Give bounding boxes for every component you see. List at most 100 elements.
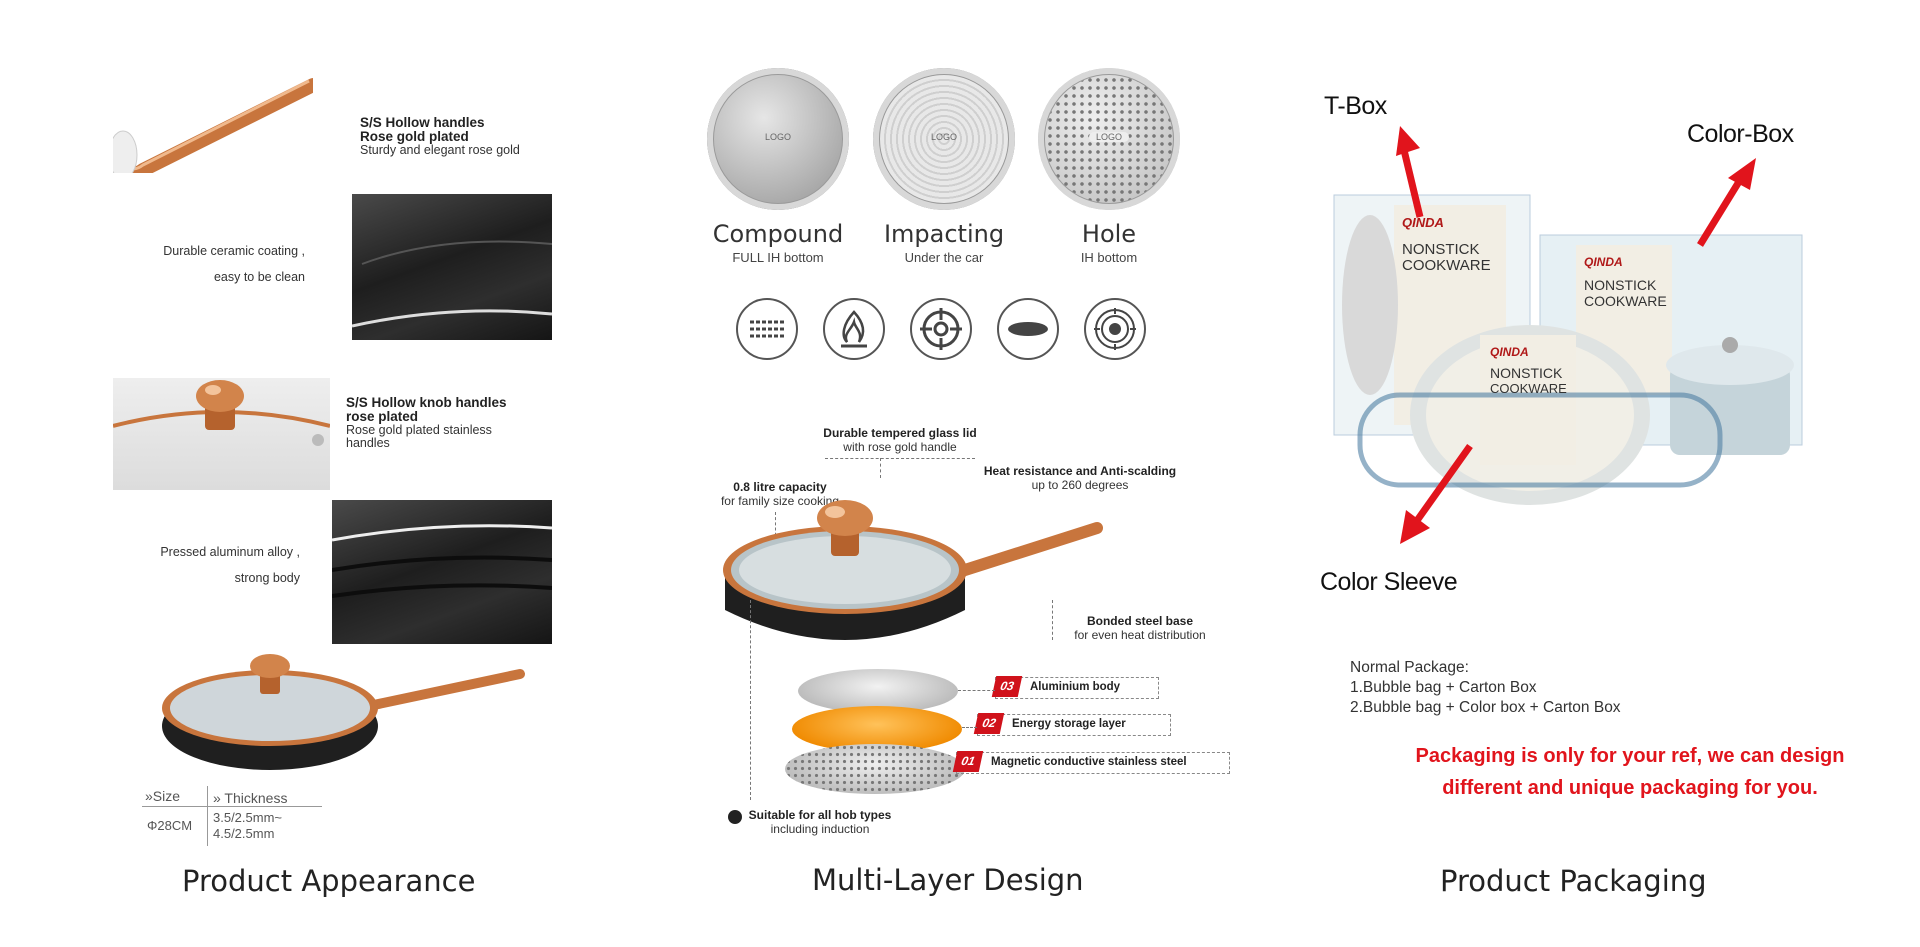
handle-photo	[113, 75, 313, 173]
colorsleeve-label: Color Sleeve	[1320, 568, 1458, 596]
packaging-note-line-1: Packaging is only for your ref, we can d…	[1415, 745, 1845, 767]
base-subtitle: for even heat distribution	[1074, 628, 1206, 642]
caption-appearance: Product Appearance	[182, 864, 476, 898]
colorsleeve-arrow-icon	[1400, 443, 1473, 544]
spec-thickness-header: » Thickness	[213, 790, 288, 806]
hob-title: Suitable for all hob types	[748, 808, 892, 822]
layer-leader-02	[962, 727, 977, 728]
induction-coil-icon	[736, 298, 798, 360]
handle-callout: S/S Hollow handles Rose gold plated Stur…	[360, 116, 520, 157]
aluminium-layer-disc	[798, 669, 958, 713]
package-option-1: 1.Bubble bag + Carton Box	[1350, 679, 1537, 696]
impacting-name: Impacting	[883, 220, 1005, 248]
layer-number-03: 03	[991, 676, 1023, 697]
normal-package-block: Normal Package: 1.Bubble bag + Carton Bo…	[1350, 658, 1621, 718]
knob-subtitle-2: handles	[346, 436, 390, 450]
spec-table: »Size » Thickness Φ28CM 3.5/2.5mm~ 4.5/2…	[137, 786, 322, 846]
knob-title-1: S/S Hollow knob handles	[346, 395, 507, 410]
magnetic-layer-disc	[785, 744, 965, 794]
tbox-label: T-Box	[1324, 92, 1387, 120]
electric-hob-icon	[1084, 298, 1146, 360]
knob-photo	[113, 378, 330, 490]
heat-title: Heat resistance and Anti-scalding	[983, 464, 1177, 478]
handle-title-2: Rose gold plated	[360, 129, 469, 144]
base-title: Bonded steel base	[1086, 614, 1194, 628]
spec-size-header: »Size	[145, 788, 181, 804]
packaging-note-line-2: different and unique packaging for you.	[1442, 777, 1818, 799]
layer-tag-01: 01 Magnetic conductive stainless steel	[952, 751, 1230, 774]
colorbox-line-2: COOKWARE	[1584, 293, 1667, 309]
coating-line-2: easy to be clean	[213, 270, 305, 284]
compound-sub: FULL IH bottom	[732, 250, 824, 265]
hob-callout: Suitable for all hob types including ind…	[740, 808, 900, 836]
spec-size-value: Φ28CM	[147, 818, 193, 833]
caption-packaging: Product Packaging	[1440, 864, 1707, 898]
ceramic-plate-icon	[997, 298, 1059, 360]
impacting-bottom-disc: LOGO	[873, 68, 1015, 210]
gas-burner-icon	[910, 298, 972, 360]
base-leader	[1052, 600, 1053, 640]
tbox-line-1: NONSTICK	[1402, 241, 1480, 258]
colorbox-label: Color-Box	[1687, 120, 1794, 148]
body-callout: Pressed aluminum alloy , strong body	[140, 546, 300, 585]
packaging-note: Packaging is only for your ref, we can d…	[1350, 740, 1910, 804]
coating-callout: Durable ceramic coating , easy to be cle…	[140, 245, 305, 284]
knob-title-2: rose plated	[346, 409, 419, 424]
heat-callout: Heat resistance and Anti-scalding up to …	[980, 464, 1180, 492]
layer-leader-03	[958, 690, 995, 691]
coating-line-1: Durable ceramic coating ,	[163, 244, 305, 258]
knob-subtitle-1: Rose gold plated stainless	[346, 423, 492, 437]
package-option-2: 2.Bubble bag + Color box + Carton Box	[1350, 699, 1621, 716]
lid-subtitle: with rose gold handle	[843, 440, 957, 454]
heat-subtitle: up to 260 degrees	[1031, 478, 1129, 492]
layer-label-02: Energy storage layer	[1012, 718, 1126, 730]
normal-package-title: Normal Package:	[1350, 659, 1469, 676]
compound-name: Compound	[712, 220, 844, 248]
appearance-panel: S/S Hollow handles Rose gold plated Stur…	[0, 0, 640, 947]
tbox-brand: QINDA	[1402, 215, 1444, 230]
layer-number-01: 01	[952, 751, 984, 772]
caption-multilayer: Multi-Layer Design	[812, 863, 1084, 897]
packaging-panel: QINDA NONSTICK COOKWARE QINDA NONSTICK C…	[1280, 0, 1920, 947]
impacting-sub: Under the car	[904, 250, 984, 265]
capacity-callout: 0.8 litre capacity for family size cooki…	[700, 480, 860, 508]
colorbox-brand: QINDA	[1584, 255, 1623, 269]
hob-subtitle: including induction	[770, 822, 870, 836]
impacting-logo: LOGO	[930, 132, 957, 142]
hob-type-icon	[728, 810, 742, 824]
body-photo	[332, 500, 552, 644]
gas-flame-icon	[823, 298, 885, 360]
tbox-arrow-icon	[1396, 126, 1424, 218]
knob-callout: S/S Hollow knob handles rose plated Rose…	[346, 396, 507, 450]
hole-sub: IH bottom	[1080, 250, 1138, 265]
pan-with-lid-image	[715, 490, 1105, 670]
spec-thickness-value-1: 3.5/2.5mm~	[213, 810, 283, 825]
spec-thickness-value-2: 4.5/2.5mm	[213, 826, 275, 841]
lid-title: Durable tempered glass lid	[823, 426, 977, 440]
sleeve-line-1: NONSTICK	[1490, 365, 1563, 381]
layer-label-03: Aluminium body	[1030, 681, 1121, 693]
tbox-line-2: COOKWARE	[1402, 257, 1491, 274]
lid-callout: Durable tempered glass lid with rose gol…	[800, 426, 1000, 454]
layer-label-01: Magnetic conductive stainless steel	[991, 756, 1187, 768]
body-line-2: strong body	[234, 571, 300, 585]
lid-leader-v	[880, 458, 881, 478]
layer-tag-02: 02 Energy storage layer	[973, 713, 1171, 736]
layer-tag-03: 03 Aluminium body	[991, 676, 1159, 699]
colorbox-arrow-icon	[1697, 158, 1756, 247]
colorbox-line-1: NONSTICK	[1584, 277, 1657, 293]
multilayer-panel: LOGO LOGO LOGO Compound FULL IH bottom I…	[640, 0, 1280, 947]
coating-photo	[352, 194, 552, 340]
hob-leader	[750, 600, 751, 800]
body-line-1: Pressed aluminum alloy ,	[160, 545, 300, 559]
capacity-subtitle: for family size cooking	[720, 494, 840, 508]
compound-logo: LOGO	[764, 132, 791, 142]
handle-title-1: S/S Hollow handles	[360, 115, 485, 130]
lid-leader	[825, 458, 975, 459]
hole-name: Hole	[1081, 220, 1137, 248]
frying-pan-image	[160, 650, 530, 780]
hole-logo: LOGO	[1089, 132, 1129, 142]
packaging-photo: QINDA NONSTICK COOKWARE QINDA NONSTICK C…	[1330, 185, 1810, 525]
hole-bottom-disc: LOGO	[1038, 68, 1180, 210]
handle-subtitle: Sturdy and elegant rose gold	[360, 143, 520, 157]
